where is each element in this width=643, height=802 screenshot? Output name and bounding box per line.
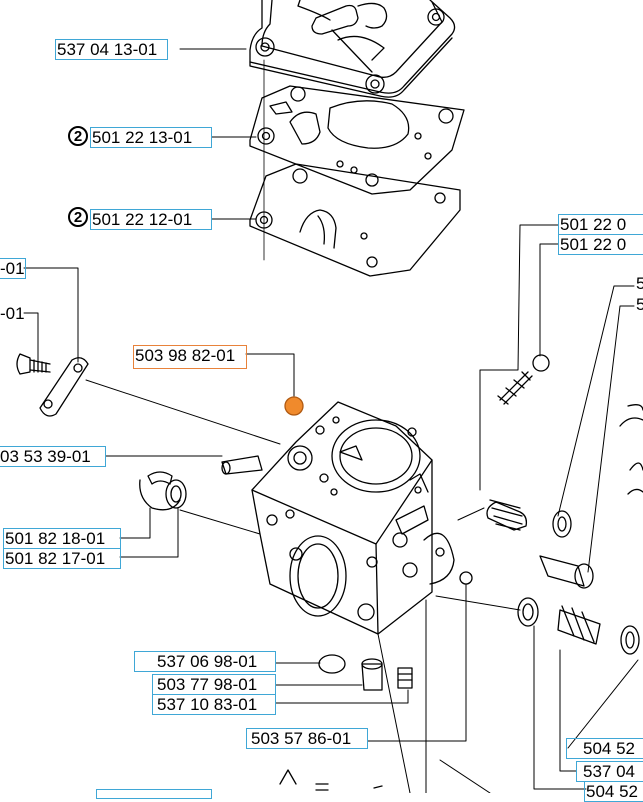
- part-label-5a[interactable]: 5: [636, 274, 643, 293]
- part-label-503-57-86-01[interactable]: 503 57 86-01: [246, 728, 368, 749]
- part-label-501-22-0b[interactable]: 501 22 0: [558, 234, 643, 255]
- part-label-5b[interactable]: 5: [636, 295, 643, 314]
- spring-needle-part: [486, 354, 643, 655]
- part-label-503-53-39-01[interactable]: 03 53 39-01: [0, 446, 106, 467]
- part-label-537-04[interactable]: 537 04: [576, 761, 643, 782]
- part-label-501-82-18-01[interactable]: 501 82 18-01: [3, 528, 121, 549]
- gasket-part: [249, 85, 465, 195]
- part-label-504-52a[interactable]: 504 52: [566, 738, 643, 759]
- carburetor-body-part: [251, 401, 455, 635]
- part-label-537-04-13-01[interactable]: 537 04 13-01: [55, 39, 168, 60]
- kit-marker-icon: 2: [68, 126, 88, 146]
- part-label-501-22-13-01[interactable]: 501 22 13-01: [90, 127, 212, 148]
- part-label-503-77-98-01[interactable]: 503 77 98-01: [152, 674, 276, 695]
- part-label-left-01a[interactable]: -01: [0, 258, 26, 279]
- part-label-537-06-98-01[interactable]: 537 06 98-01: [134, 651, 276, 672]
- part-label-501-82-17-01[interactable]: 501 82 17-01: [3, 548, 121, 569]
- part-label-left-01b[interactable]: -01: [0, 304, 25, 323]
- part-label-bottom-cut[interactable]: [96, 789, 212, 799]
- part-label-501-22-12-01[interactable]: 501 22 12-01: [90, 209, 212, 230]
- kit-marker-icon: 2: [68, 207, 88, 227]
- diaphragm-part: [249, 163, 461, 277]
- part-label-504-52b[interactable]: 504 52: [584, 781, 643, 802]
- part-label-537-10-83-01[interactable]: 537 10 83-01: [152, 694, 276, 715]
- part-label-503-98-82-01[interactable]: 503 98 82-01: [133, 345, 247, 369]
- screw-bracket-part: [16, 353, 89, 417]
- cover-part: [249, 0, 456, 98]
- part-label-501-22-0a[interactable]: 501 22 0: [558, 214, 643, 235]
